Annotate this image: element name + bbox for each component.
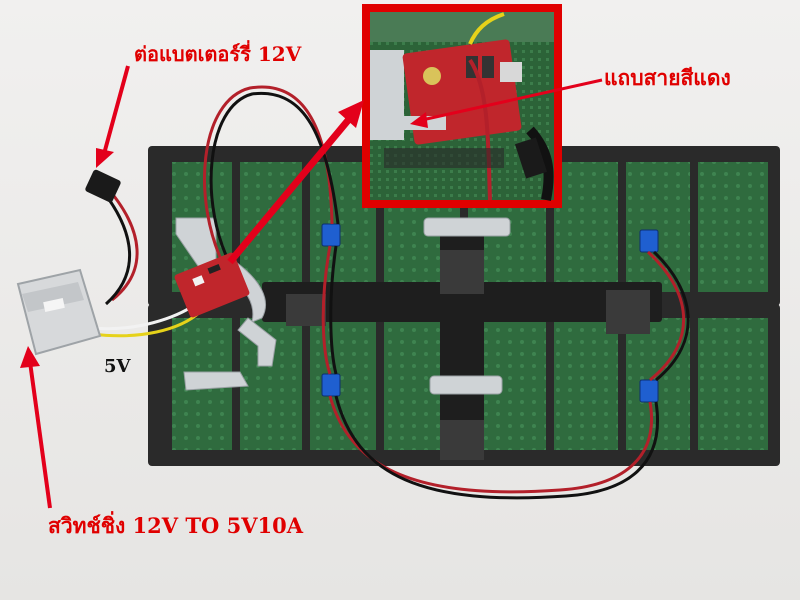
inset-zoom-photo (362, 4, 562, 208)
label-battery-connection: ต่อแบตเตอร์รี่ 12V (134, 42, 302, 66)
annotation-arrows (20, 65, 603, 509)
mounting-brackets (262, 232, 662, 460)
label-red-ribbon: แถบสายสีแดง (604, 65, 731, 90)
label-switching-psu: สวิทช์ชิ่ง 12V TO 5V10A (48, 513, 304, 538)
switching-power-supply (16, 268, 102, 356)
battery-connector (85, 169, 121, 203)
label-five-volt: 5V (104, 356, 131, 377)
terminal-blocks (321, 223, 659, 403)
arrow-to-inset (227, 100, 364, 265)
controller-board (174, 252, 250, 318)
arrow-to-power-supply (20, 346, 52, 509)
arrow-to-ribbon (410, 78, 603, 128)
arrow-to-battery-connector (96, 65, 130, 168)
